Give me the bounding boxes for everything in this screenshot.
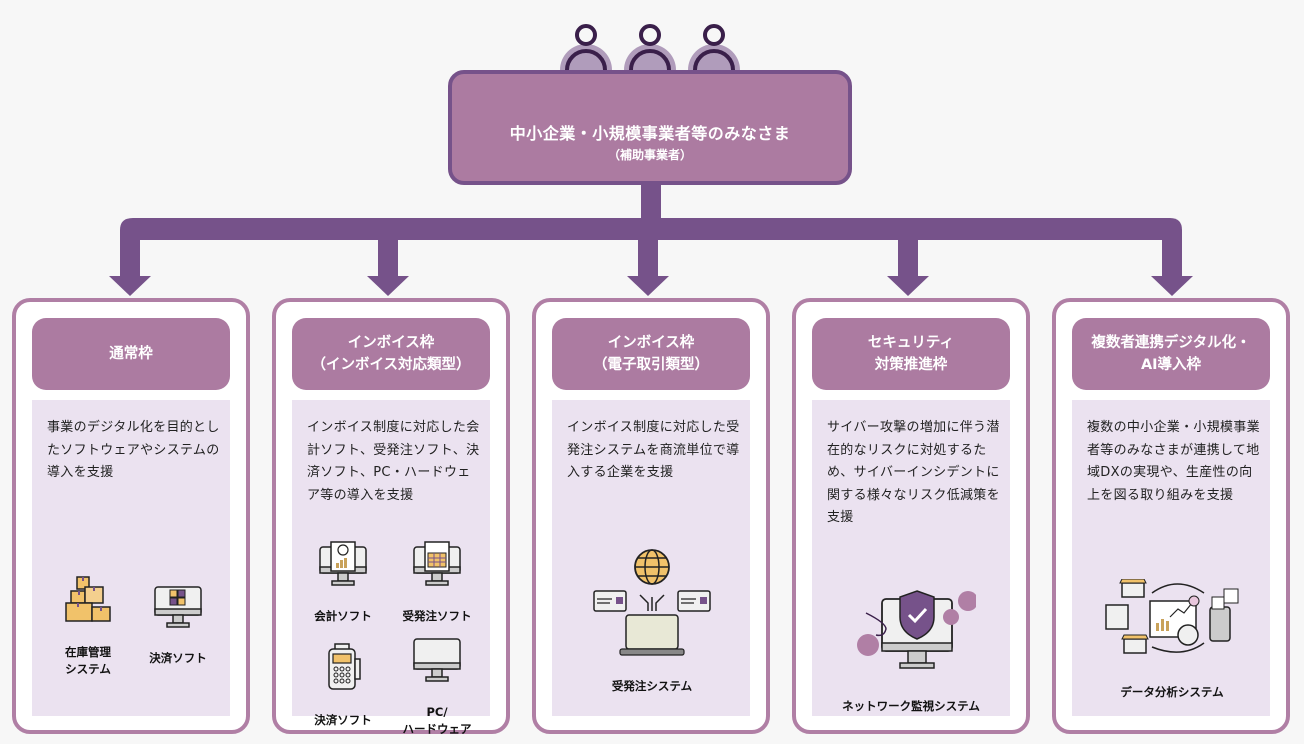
item-label: 受発注システム	[611, 679, 693, 693]
item-label: 受発注ソフト	[402, 609, 472, 623]
card-body: 複数の中小企業・小規模事業者等のみなさまが連携して地域DXの実現や、生産性の向上…	[1072, 400, 1270, 716]
item-label: ネットワーク監視システム	[842, 699, 980, 713]
boxes-icon	[65, 576, 111, 622]
monitor-icon	[413, 638, 461, 682]
card-invoice-frame: インボイス枠 （インボイス対応類型） インボイス制度に対応した会計ソフト、受発注…	[272, 298, 510, 736]
card-body: 事業のデジタル化を目的としたソフトウェアやシステムの導入を支援 在庫管理 システ…	[32, 400, 230, 716]
card-description: 複数の中小企業・小規模事業者等のみなさまが連携して地域DXの実現や、生産性の向上…	[1087, 420, 1260, 503]
card-title: 通常枠	[32, 318, 230, 390]
card-description: インボイス制度に対応した会計ソフト、受発注ソフト、決済ソフト、PC・ハードウェア…	[307, 420, 480, 503]
card-multi-party-digitalization-frame: 複数者連携デジタル化・ AI導入枠 複数の中小企業・小規模事業者等のみなさまが連…	[1052, 298, 1290, 734]
item-network-monitoring: ネットワーク監視システム	[822, 560, 1000, 715]
calculator-monitor-icon	[154, 586, 202, 628]
connector-horizontal	[120, 218, 1182, 240]
card-security-frame: セキュリティ 対策推進枠 サイバー攻撃の増加に伴う潜在的なリスクに対処するため、…	[792, 298, 1030, 734]
payment-terminal-icon	[328, 643, 361, 690]
item-pc-hardware: PC/ ハードウェア	[396, 620, 478, 738]
item-order-software: 受発注ソフト	[396, 524, 478, 625]
arrow-head-5	[1151, 276, 1193, 296]
card-title: インボイス枠 （インボイス対応類型）	[292, 318, 490, 390]
laptop-network-icon	[593, 549, 711, 656]
order-monitor-icon	[413, 541, 461, 586]
connector-arrows	[109, 185, 1193, 296]
shield-monitor-icon	[857, 590, 976, 669]
card-description: インボイス制度に対応した受発注システムを商流単位で導入する企業を支援	[567, 420, 740, 480]
item-data-analysis: データ分析システム	[1092, 562, 1252, 701]
arrow-head-2	[367, 276, 409, 296]
accounting-monitor-icon	[319, 541, 367, 586]
card-description: 事業のデジタル化を目的としたソフトウェアやシステムの導入を支援	[47, 420, 220, 480]
item-label: データ分析システム	[1120, 685, 1224, 699]
card-body: サイバー攻撃の増加に伴う潜在的なリスクに対処するため、サイバーインシデントに関す…	[812, 400, 1010, 716]
item-payment-terminal: 決済ソフト	[302, 626, 384, 729]
target-audience-box: 中小企業・小規模事業者等のみなさま （補助事業者）	[448, 70, 852, 185]
card-title: インボイス枠 （電子取引類型）	[552, 318, 750, 390]
item-payment-software: 決済ソフト	[138, 568, 218, 667]
audience-title: 中小企業・小規模事業者等のみなさま	[509, 124, 791, 143]
card-body: インボイス制度に対応した受発注システムを商流単位で導入する企業を支援 受発注シス…	[552, 400, 750, 716]
card-title: 複数者連携デジタル化・ AI導入枠	[1072, 318, 1270, 390]
item-order-system: 受発注システム	[582, 530, 722, 695]
connector-trunk	[641, 185, 661, 225]
item-inventory-system: 在庫管理 システム	[54, 558, 122, 678]
arrow-head-4	[887, 276, 929, 296]
card-regular-frame: 通常枠 事業のデジタル化を目的としたソフトウェアやシステムの導入を支援 在庫管理…	[12, 298, 250, 734]
item-label: PC/ ハードウェア	[402, 705, 472, 736]
card-body: インボイス制度に対応した会計ソフト、受発注ソフト、決済ソフト、PC・ハードウェア…	[292, 400, 490, 736]
arrow-head-1	[109, 276, 151, 296]
item-label: 在庫管理 システム	[65, 645, 111, 676]
arrow-head-3	[627, 276, 669, 296]
card-description: サイバー攻撃の増加に伴う潜在的なリスクに対処するため、サイバーインシデントに関す…	[827, 420, 1000, 525]
audience-subtitle: （補助事業者）	[607, 148, 692, 162]
item-label: 決済ソフト	[149, 651, 207, 665]
card-title: セキュリティ 対策推進枠	[812, 318, 1010, 390]
item-accounting-software: 会計ソフト	[302, 524, 384, 625]
item-label: 決済ソフト	[314, 713, 372, 727]
item-label: 会計ソフト	[314, 609, 372, 623]
card-invoice-e-commerce-frame: インボイス枠 （電子取引類型） インボイス制度に対応した受発注システムを商流単位…	[532, 298, 770, 734]
data-analysis-icon	[1105, 579, 1239, 654]
